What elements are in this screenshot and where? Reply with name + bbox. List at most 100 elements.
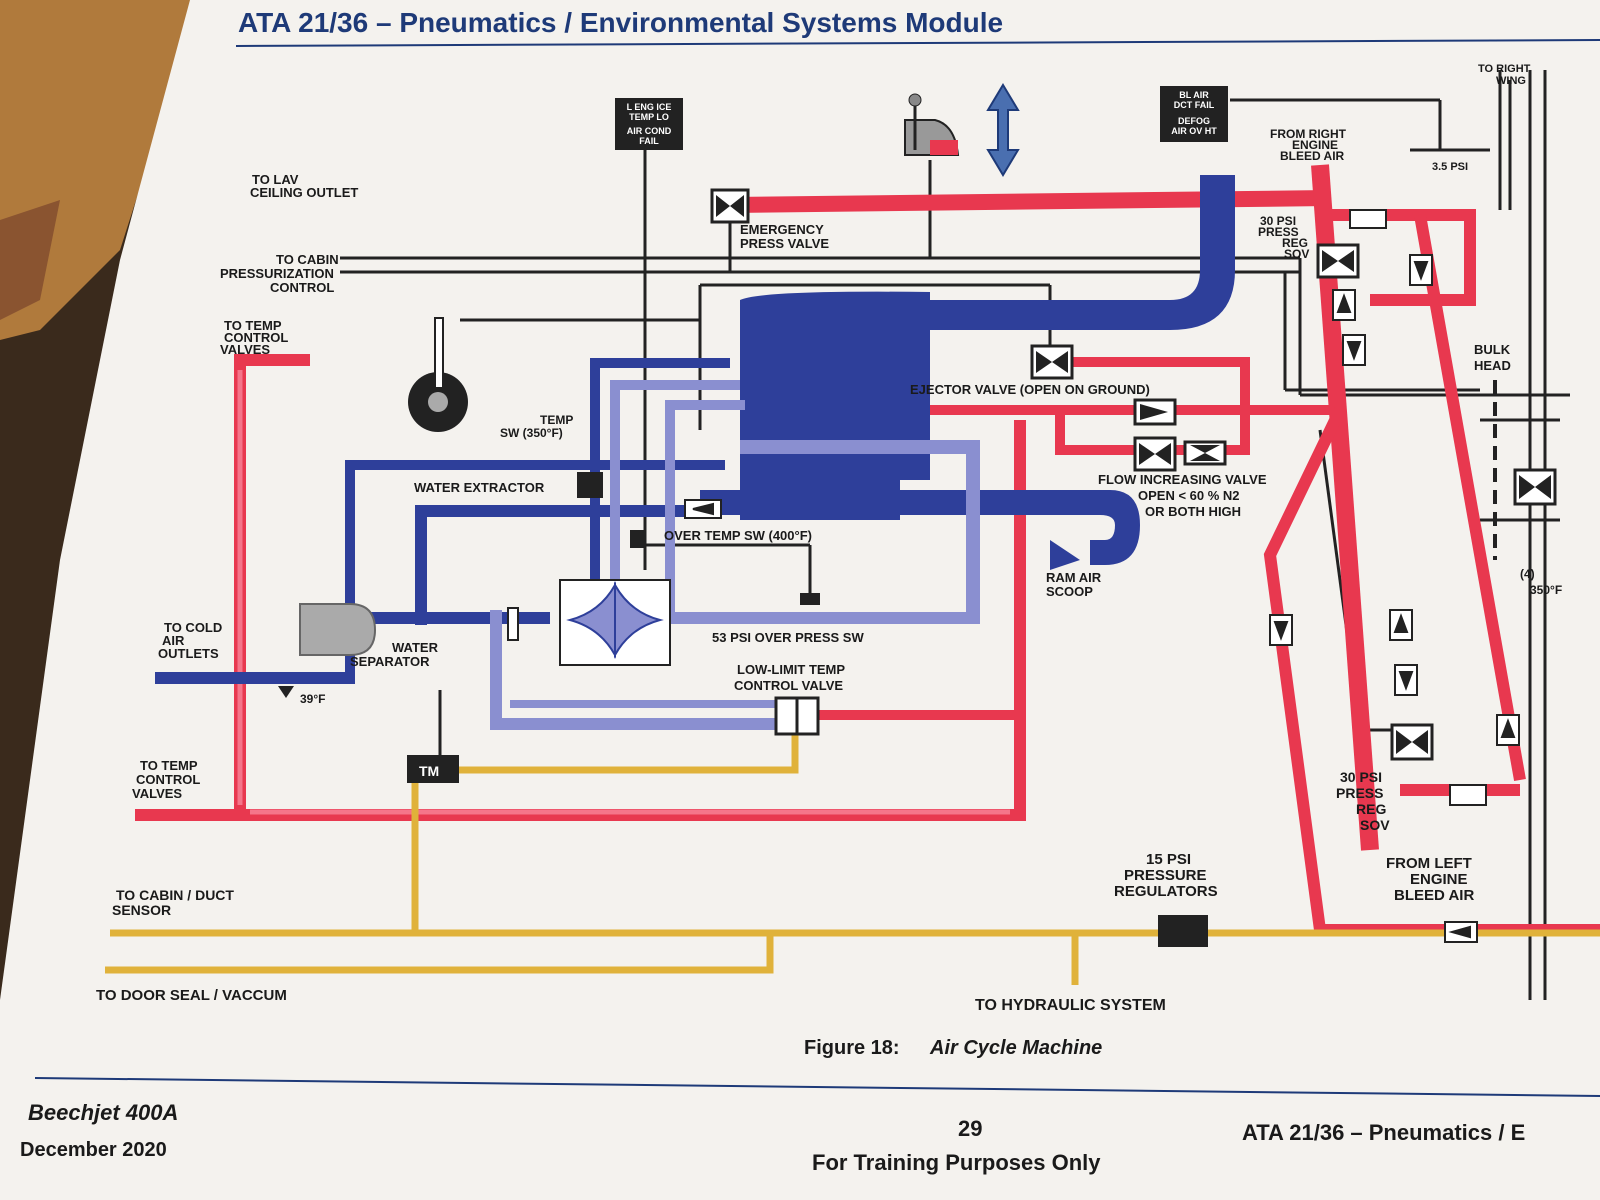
label-to-right-wing-1: TO RIGHT — [1478, 63, 1531, 75]
label-temp-350: 350°F — [1530, 583, 1562, 597]
figure-title: Air Cycle Machine — [929, 1037, 1102, 1059]
label-from-left-1: FROM LEFT — [1386, 855, 1472, 872]
label-sov-top-4: SOV — [1284, 247, 1309, 261]
throttle-icon — [904, 93, 960, 156]
label-emergency-1: EMERGENCY — [740, 222, 824, 237]
label-from-right-2: ENGINE — [1292, 138, 1338, 152]
footer-date: December 2020 — [20, 1139, 167, 1161]
annunciator-right-l2: DCT FAIL — [1174, 100, 1215, 110]
ejector-valve — [1030, 344, 1074, 380]
label-from-left-3: BLEED AIR — [1394, 887, 1474, 904]
figure-number: Figure 18: — [804, 1037, 900, 1059]
landing-gear-icon — [408, 317, 468, 432]
label-bulkhead-1: BULK — [1474, 342, 1511, 357]
annunciator-left: L ENG ICE TEMP LO AIR COND FAIL — [615, 98, 683, 150]
label-sov-bot-4: SOV — [1360, 817, 1390, 833]
annunciator-right-l3: DEFOG — [1178, 116, 1210, 126]
mixed-air-ducts — [490, 380, 980, 730]
hot-air-inner — [237, 370, 1010, 815]
pressure-regulators — [1158, 915, 1208, 947]
hot-air-ducts — [135, 164, 1600, 936]
emergency-press-valve — [710, 188, 750, 224]
annunciator-left-l1: L ENG ICE — [627, 102, 672, 112]
air-cycle-machine — [507, 579, 671, 666]
footer-page: 29 — [958, 1116, 982, 1141]
tm-label: TM — [419, 763, 439, 779]
label-temp-sw-2: SW (350°F) — [500, 426, 563, 440]
bulkhead-valves — [1493, 380, 1557, 560]
label-temp-sw-1: TEMP — [540, 413, 573, 427]
label-to-temp-ctrl-bot-1: TO TEMP — [140, 758, 198, 773]
label-sov-bot-1: 30 PSI — [1340, 769, 1382, 785]
temp-sensor-39 — [278, 686, 294, 698]
cold-air-ducts — [155, 175, 1235, 684]
label-to-temp-ctrl-top-1: TO TEMP — [224, 318, 282, 333]
water-extractor — [577, 472, 603, 498]
annunciator-right: BL AIR DCT FAIL DEFOG AIR OV HT — [1160, 86, 1228, 142]
label-to-cold-1: TO COLD — [164, 620, 222, 635]
sov-bottom-valve — [1390, 723, 1487, 806]
label-sov-top-1: 30 PSI — [1260, 214, 1296, 228]
label-psi15-1: 15 PSI — [1146, 851, 1191, 868]
footer-notice: For Training Purposes Only — [812, 1150, 1101, 1175]
over-press-switch — [800, 593, 820, 605]
footer-model: Beechjet 400A — [28, 1100, 178, 1125]
annunciator-left-l3: AIR COND — [627, 126, 672, 136]
label-to-cabin-duct-2: SENSOR — [112, 902, 171, 918]
footer-module: ATA 21/36 – Pneumatics / E — [1242, 1120, 1525, 1145]
label-to-cabin-press-1: TO CABIN — [276, 252, 339, 267]
label-over-press: 53 PSI OVER PRESS SW — [712, 630, 864, 645]
water-separator — [299, 603, 377, 656]
label-bulkhead-2: HEAD — [1474, 358, 1511, 373]
over-temp-switch — [630, 530, 646, 548]
label-ram-air-1: RAM AIR — [1046, 570, 1102, 585]
wood-strip — [0, 200, 60, 320]
diagram-labels: TO LAV CEILING OUTLET TO CABIN PRESSURIZ… — [96, 63, 1562, 1014]
label-psi15-2: PRESSURE — [1124, 867, 1207, 884]
wood-edge — [0, 0, 200, 340]
flow-arrows — [684, 254, 1520, 943]
label-low-limit-2: CONTROL VALVE — [734, 678, 843, 693]
label-to-lav-2: CEILING OUTLET — [250, 185, 358, 200]
label-to-temp-ctrl-top-2: CONTROL — [224, 330, 288, 345]
label-water-extractor: WATER EXTRACTOR — [414, 480, 545, 495]
label-four: (4) — [1520, 567, 1535, 581]
label-to-cabin-press-3: CONTROL — [270, 280, 334, 295]
label-flow-inc-1: FLOW INCREASING VALVE — [1098, 472, 1267, 487]
label-to-temp-ctrl-bot-3: VALVES — [132, 786, 182, 801]
annunciator-left-l4: FAIL — [639, 136, 659, 146]
label-sov-bot-2: PRESS — [1336, 785, 1383, 801]
label-to-cabin-press-2: PRESSURIZATION — [220, 266, 334, 281]
label-ejector: EJECTOR VALVE (OPEN ON GROUND) — [910, 382, 1150, 397]
label-temp-39: 39°F — [300, 692, 325, 706]
footer-rule — [34, 1077, 1600, 1097]
label-water-sep-1: WATER — [392, 640, 439, 655]
label-ram-air-2: SCOOP — [1046, 584, 1093, 599]
annunciator-left-l2: TEMP LO — [629, 112, 669, 122]
sense-lines — [105, 735, 1600, 985]
flow-increasing-valve — [1133, 398, 1227, 472]
label-to-hydraulic: TO HYDRAULIC SYSTEM — [975, 997, 1166, 1014]
label-from-right-1: FROM RIGHT — [1270, 127, 1347, 141]
label-to-lav-1: TO LAV — [252, 172, 299, 187]
low-limit-valve — [774, 696, 820, 736]
label-psi-3-5: 3.5 PSI — [1432, 161, 1468, 173]
label-emergency-2: PRESS VALVE — [740, 236, 829, 251]
label-from-right-3: BLEED AIR — [1280, 149, 1345, 163]
label-water-sep-2: SEPARATOR — [350, 654, 430, 669]
sov-top-valve — [1316, 209, 1387, 279]
tm-box — [407, 755, 459, 783]
label-over-temp: OVER TEMP SW (400°F) — [664, 528, 812, 543]
page-title: ATA 21/36 – Pneumatics / Environmental S… — [238, 7, 1003, 38]
label-sov-bot-3: REG — [1356, 801, 1386, 817]
annunciator-right-l4: AIR OV HT — [1171, 126, 1217, 136]
label-from-left-2: ENGINE — [1410, 871, 1468, 888]
annunciator-right-l1: BL AIR — [1179, 90, 1209, 100]
label-sov-top-3: REG — [1282, 236, 1308, 250]
label-low-limit-1: LOW-LIMIT TEMP — [737, 662, 845, 677]
label-to-door-seal: TO DOOR SEAL / VACCUM — [96, 987, 287, 1004]
label-to-right-wing-2: WING — [1496, 75, 1526, 87]
label-to-temp-ctrl-top-3: VALVES — [220, 342, 270, 357]
